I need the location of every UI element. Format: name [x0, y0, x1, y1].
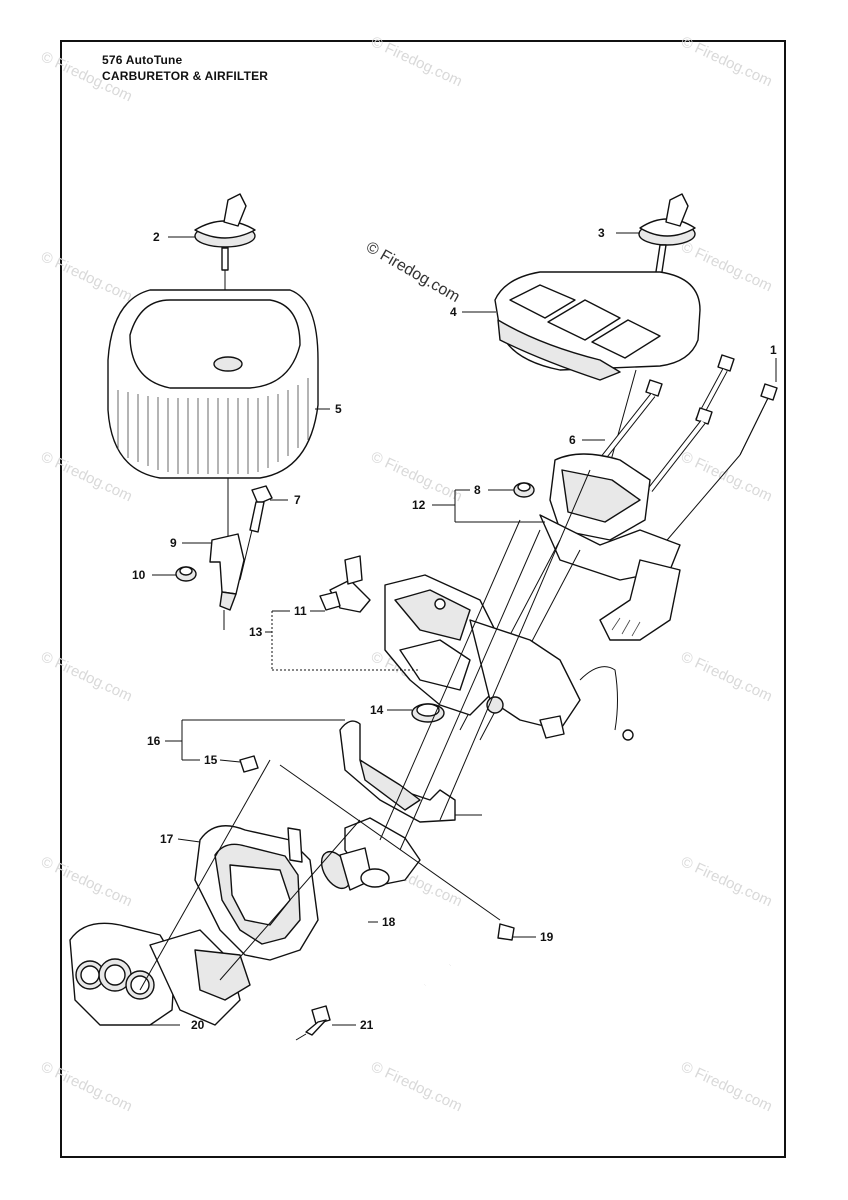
callout-15: 15	[204, 753, 218, 767]
watermark: © Firedog.com	[38, 1058, 135, 1115]
assembly-lines	[139, 469, 591, 991]
part-13-carburetor	[384, 574, 634, 741]
watermark: © Firedog.com	[678, 448, 775, 505]
callout-18: 18	[382, 915, 396, 929]
watermark: © Firedog.com	[678, 1058, 775, 1115]
watermark: © Firedog.com	[678, 853, 775, 910]
part-4-filter-cover	[494, 271, 701, 501]
callout-11: 11	[294, 604, 307, 618]
watermark-main: © Firedog.com	[363, 239, 463, 306]
watermark: © Firedog.com	[368, 1058, 465, 1115]
part-6-bolts	[597, 379, 713, 492]
part-20-intake-manifold	[69, 922, 251, 1026]
callout-6: 6	[569, 433, 576, 447]
part-18-intake-elbow	[320, 817, 421, 891]
callout-1: 1	[770, 343, 777, 357]
callout-17: 17	[160, 832, 174, 846]
callout-5: 5	[335, 402, 342, 416]
callout-16: 16	[147, 734, 161, 748]
part-11-sensor	[319, 555, 371, 613]
part-10-nut	[175, 566, 197, 582]
callout-10: 10	[132, 568, 146, 582]
callout-19: 19	[540, 930, 554, 944]
part-19-hose	[424, 923, 515, 987]
watermark: © Firedog.com	[38, 248, 135, 305]
callout-20: 20	[191, 1018, 205, 1032]
watermark: © Firedog.com	[38, 648, 135, 705]
callout-9: 9	[170, 536, 177, 550]
callout-14: 14	[370, 703, 384, 717]
page-title: 576 AutoTune CARBURETOR & AIRFILTER	[102, 52, 268, 84]
callout-12: 12	[412, 498, 426, 512]
model-name: 576 AutoTune	[102, 53, 183, 67]
filter-pleats	[117, 378, 309, 474]
part-8-nut	[513, 482, 535, 498]
watermark: © Firedog.com	[678, 33, 775, 90]
part-14-seal	[411, 703, 445, 723]
callout-13: 13	[249, 625, 263, 639]
watermark: © Firedog.com	[38, 448, 135, 505]
callout-21: 21	[360, 1018, 374, 1032]
part-9-clip	[209, 533, 245, 630]
part-7-screw	[239, 485, 273, 581]
part-21-screw	[295, 1005, 331, 1041]
callout-2: 2	[153, 230, 160, 244]
callout-8: 8	[474, 483, 481, 497]
watermark: © Firedog.com	[368, 33, 465, 90]
callout-labels: 1 2 3 4 5 6 7 8 9 10 11 12 13 14 15 16 1…	[132, 226, 777, 1032]
watermark: © Firedog.com	[678, 648, 775, 705]
watermark: © Firedog.com	[38, 48, 135, 105]
callout-4: 4	[450, 305, 457, 319]
watermark: © Firedog.com	[38, 853, 135, 910]
part-3-knob	[638, 193, 696, 286]
leader-lines	[112, 232, 777, 1026]
callout-3: 3	[598, 226, 605, 240]
callout-7: 7	[294, 493, 301, 507]
part-1-bolts	[649, 354, 778, 561]
part-15-clamp	[239, 755, 259, 773]
watermark: © Firedog.com	[368, 448, 465, 505]
part-12-bracket	[459, 453, 681, 741]
page-border	[60, 40, 786, 1158]
part-17-gasket	[194, 825, 319, 961]
part-5-air-filter	[107, 289, 319, 540]
section-name: CARBURETOR & AIRFILTER	[102, 69, 269, 83]
